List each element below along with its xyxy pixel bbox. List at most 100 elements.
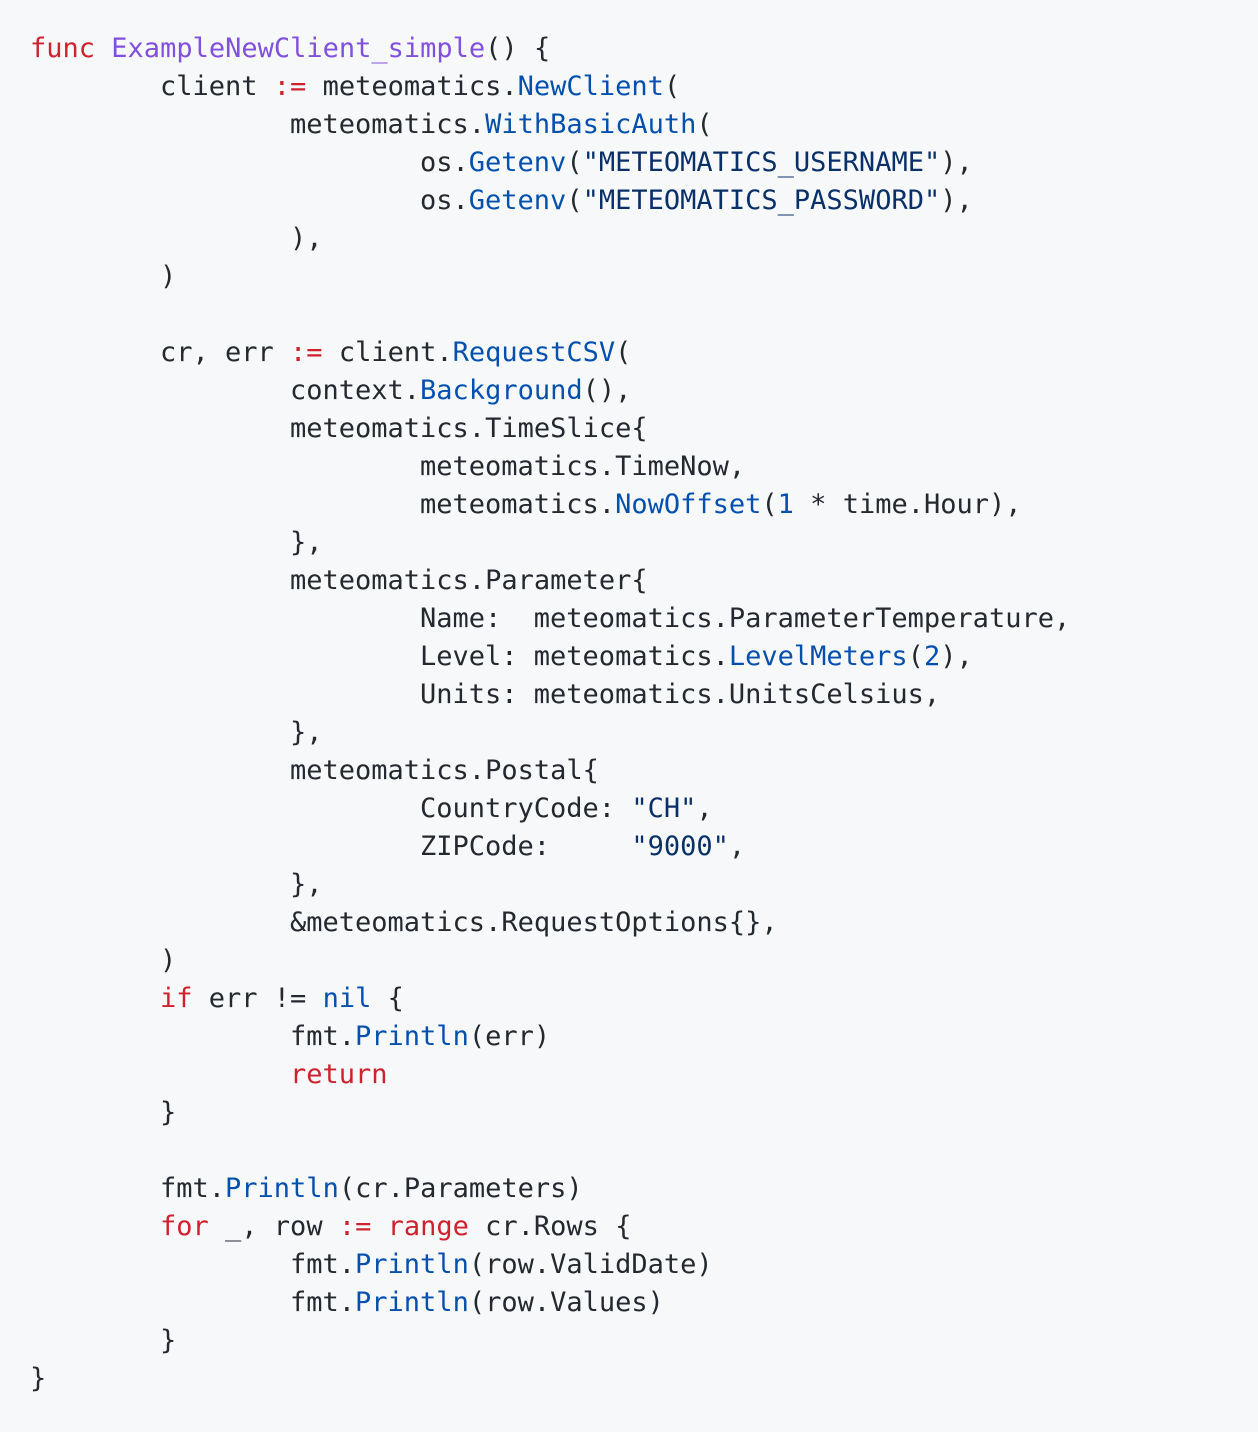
code-token: Getenv [468,147,567,178]
code-token: (), [582,375,632,406]
code-line: } [0,1322,1258,1360]
code-line: func ExampleNewClient_simple() { [0,30,1258,68]
code-token: meteomatics. [306,71,518,102]
code-line: client := meteomatics.NewClient( [0,68,1258,106]
code-line: context.Background(), [0,372,1258,410]
code-token: cr, err [160,337,291,368]
code-token: }, [290,717,323,748]
code-token: ( [615,337,632,368]
code-token: (row.Values) [468,1287,664,1318]
code-token: := [338,1211,372,1242]
code-token [95,33,111,64]
code-line: ZIPCode: "9000", [0,828,1258,866]
code-token: ( [761,489,778,520]
code-line: }, [0,714,1258,752]
code-token: ), [940,641,973,672]
code-token: ZIPCode: [420,831,632,862]
code-line: fmt.Println(row.Values) [0,1284,1258,1322]
code-token: Level: meteomatics. [420,641,729,672]
code-token: Name: meteomatics.ParameterTemperature, [420,603,1071,634]
code-token: Println [355,1021,469,1052]
code-token: } [160,1325,177,1356]
code-line: ) [0,942,1258,980]
code-token: meteomatics.Postal{ [290,755,599,786]
code-token: ( [663,71,681,102]
code-token: , [696,793,713,824]
code-token: nil [322,983,372,1014]
code-token: range [387,1211,469,1242]
code-token: ), [940,147,973,178]
code-token: "CH" [631,793,697,824]
code-line: &meteomatics.RequestOptions{}, [0,904,1258,942]
code-token: () { [485,33,551,64]
code-token: "9000" [631,831,729,862]
code-token [371,1211,387,1242]
code-token: ( [566,147,583,178]
code-token: ( [566,185,583,216]
code-line: }, [0,524,1258,562]
code-token: fmt. [160,1173,226,1204]
code-token: fmt. [290,1249,356,1280]
code-line: os.Getenv("METEOMATICS_USERNAME"), [0,144,1258,182]
code-line: CountryCode: "CH", [0,790,1258,828]
code-token: NewClient [517,71,664,102]
code-token: , [728,831,746,862]
code-token: meteomatics. [420,489,616,520]
code-token: RequestCSV [452,337,616,368]
code-token: client [160,71,274,102]
code-line: meteomatics.WithBasicAuth( [0,106,1258,144]
code-line: meteomatics.Postal{ [0,752,1258,790]
code-token: "METEOMATICS_USERNAME" [582,147,941,178]
code-line: } [0,1360,1258,1398]
code-token: meteomatics. [290,109,486,140]
code-token: meteomatics.Parameter{ [290,565,648,596]
code-token: }, [290,527,323,558]
code-token: Println [355,1287,469,1318]
code-token: 2 [923,641,941,672]
code-line: ), [0,220,1258,258]
code-line: meteomatics.Parameter{ [0,562,1258,600]
code-token: &meteomatics.RequestOptions{}, [290,907,778,938]
code-token: ( [907,641,924,672]
code-line: return [0,1056,1258,1094]
code-token: := [290,337,323,368]
code-token: NowOffset [615,489,762,520]
code-line: os.Getenv("METEOMATICS_PASSWORD"), [0,182,1258,220]
code-token: fmt. [290,1021,356,1052]
code-token: (cr.Parameters) [338,1173,583,1204]
code-token: fmt. [290,1287,356,1318]
code-token: context. [290,375,421,406]
code-line: ) [0,258,1258,296]
code-line: Name: meteomatics.ParameterTemperature, [0,600,1258,638]
code-token: LevelMeters [728,641,908,672]
code-line: fmt.Println(row.ValidDate) [0,1246,1258,1284]
code-token: err != [192,983,323,1014]
code-token: _, row [208,1211,339,1242]
code-token: func [30,33,96,64]
code-line: fmt.Println(err) [0,1018,1258,1056]
code-token: if [160,983,193,1014]
code-line [0,296,1258,334]
code-token: cr.Rows { [468,1211,632,1242]
code-token: } [160,1097,177,1128]
code-token: "METEOMATICS_PASSWORD" [582,185,941,216]
code-line: Level: meteomatics.LevelMeters(2), [0,638,1258,676]
code-token: meteomatics.TimeSlice{ [290,413,648,444]
code-token: for [160,1211,209,1242]
code-token: { [371,983,404,1014]
code-token: meteomatics.TimeNow, [420,451,746,482]
code-token: Println [225,1173,339,1204]
code-token: 1 [777,489,794,520]
code-line: }, [0,866,1258,904]
code-line: } [0,1094,1258,1132]
code-line: meteomatics.TimeSlice{ [0,410,1258,448]
code-token: ) [160,261,177,292]
code-token: return [290,1059,388,1090]
code-line: meteomatics.NowOffset(1 * time.Hour), [0,486,1258,524]
code-line: if err != nil { [0,980,1258,1018]
code-line [0,1132,1258,1170]
code-line: fmt.Println(cr.Parameters) [0,1170,1258,1208]
code-line: for _, row := range cr.Rows { [0,1208,1258,1246]
code-token: ExampleNewClient_simple [111,33,486,64]
